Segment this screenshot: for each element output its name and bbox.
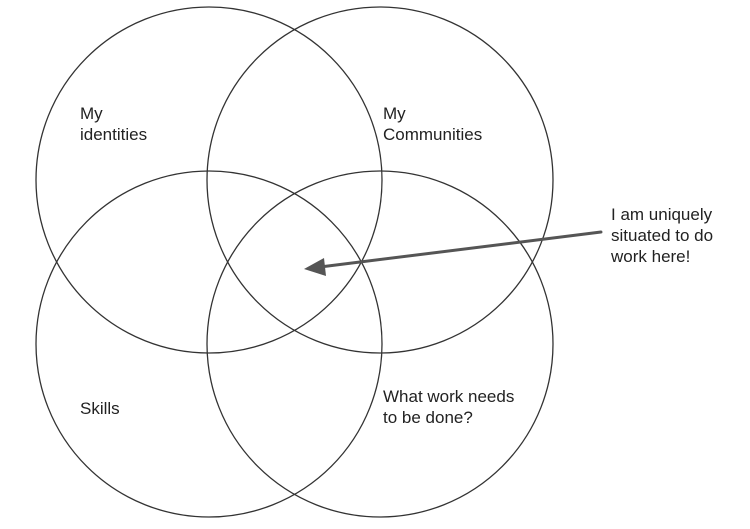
label-line: My (383, 104, 406, 123)
label-line: Skills (80, 399, 120, 418)
circle-my-communities (206, 6, 554, 354)
callout-text: I am uniquely situated to do work here! (611, 204, 713, 267)
circle-what-work-needs-to-be-done (206, 170, 554, 518)
callout-line: situated to do (611, 226, 714, 245)
callout-line: I am uniquely (611, 205, 713, 224)
callout-arrow (304, 230, 603, 276)
arrowhead-icon (304, 258, 326, 276)
circle-my-identities (35, 6, 383, 354)
circle-skills (35, 170, 383, 518)
callout-line: work here! (611, 247, 691, 266)
label-my-communities: My Communities (383, 103, 482, 145)
label-what-work-needs-to-be-done: What work needs to be done? (383, 386, 514, 428)
label-skills: Skills (80, 398, 120, 419)
label-line: What work needs (383, 387, 515, 406)
label-line: My (80, 104, 103, 123)
label-line: Communities (383, 125, 483, 144)
label-line: to be done? (383, 408, 473, 427)
label-my-identities: My identities (80, 103, 147, 145)
label-line: identities (80, 125, 148, 144)
